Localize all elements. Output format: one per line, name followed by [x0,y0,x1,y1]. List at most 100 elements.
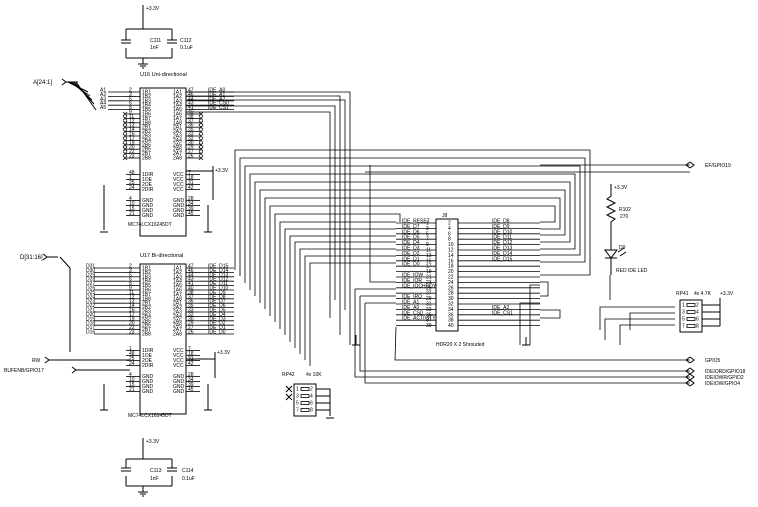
u16-no-connect [198,138,204,143]
u17-gnd-left-number: 15 [129,382,135,388]
u17-body [139,263,187,415]
u16-left-pin-name: 1B3 [142,98,151,104]
u16-right-pin-number: 36 [188,123,194,129]
u16-right-pin-number: 29 [188,145,194,151]
u16-right-pin-name: 1A6 [173,112,182,118]
u16-right-net: IDE_CS1 [208,105,229,111]
u16-right-pin-number: 35 [188,127,194,133]
u16-gnd-left-number: 4 [129,196,132,202]
j8-right-net: IDE_D12 [492,240,513,246]
u17-right-net: IDE_D4 [208,312,226,318]
u17-left-pin-number: 16 [129,308,135,314]
u17-right-pin-name: 2A8 [173,332,182,338]
j8-left-pin-number: 33 [426,307,432,313]
j8-right-net: IDE_D13 [492,246,513,252]
j8-left-pin-number: 21 [426,275,432,281]
u16-no-connect [198,129,204,134]
u16-no-connect [122,142,128,148]
u17-right-net: IDE_D5 [208,308,226,314]
c113-ref: C113 [150,468,162,474]
u16-no-connect [122,111,128,117]
iow-label: IDEIOW/GPIO4 [705,381,740,387]
data-bus: D[31:16] [20,253,71,352]
u16-vcc-name: VCC [173,177,184,183]
rp42-resistor-element [300,394,310,398]
u16-right-pin-name: 2A7 [173,151,182,157]
u17-left-pin-number: 19 [129,316,135,322]
u16-right-pin-number: 41 [188,105,194,111]
u17-vcc-pin-number: 42 [188,361,194,367]
j8-left-pin-number: 29 [426,296,432,302]
u17-vcc-pin-number: 18 [188,351,194,357]
rp42-resistor-element [300,387,310,391]
u17-right-pin-name: 1A6 [173,288,182,294]
u17-gnd-right-number: 28 [188,372,194,378]
j8-left-net: IDE_IOW [402,273,423,279]
u17-gnd-left-name: GND [142,384,154,390]
u17-left-pin-number: 13 [129,299,135,305]
j8-left-pin-number: 13 [426,253,432,259]
j8-right-pin-number: 18 [448,264,454,270]
u16-vcc-pin-number: 7 [188,170,191,176]
c114-ref: C114 [182,468,194,474]
u16-vcc-pin-number: 42 [188,185,194,191]
j8-left-net: IDE_A0 [402,305,419,311]
u16-left-pin-number: 11 [129,114,134,120]
u17-left-net: D20 [86,312,95,318]
u17-left-net: D25 [86,290,95,296]
j8-left-pin-number: 31 [426,302,432,308]
j8-left-pin-number: 25 [426,285,432,291]
u17-right-pin-name: 1A4 [173,279,182,285]
j8-body [435,218,459,332]
u16-right-pin-name: 1A2 [173,94,182,100]
u16-right-pin-number: 47 [188,88,194,94]
j8-right-pin-number: 38 [448,318,454,324]
u16-no-connect [198,116,204,121]
u16-part: MC74LCX16245DT [128,222,172,228]
u17-right-net: IDE_D15 [208,264,229,270]
u17-right-pin-number: 44 [188,272,194,278]
u16-left-pin-number: 12 [129,118,135,124]
j8-right-net: IDE_D15 [492,256,513,262]
u17-right-pin-number: 43 [188,277,194,283]
u17-left-pin-number: 12 [129,294,135,300]
u16-no-connect [198,151,204,156]
c112-value: 0.1uF [180,45,193,51]
u17-vcc-name: VCC [173,363,184,369]
u17-left-net: D26 [86,286,95,292]
j8-left-net: IDE_D1 [402,256,420,262]
u16-right-pin-number: 44 [188,96,194,102]
j8-left-pin-number: 37 [426,318,432,324]
u16-right-pin-name: 1A5 [173,107,182,113]
j8-left-pin-number: 19 [426,269,432,275]
u17-gnd-left-number: 21 [129,387,135,393]
u17-gnd-left-name: GND [142,379,154,385]
j8-right-pin-number: 6 [448,231,451,237]
j8-left-pin-number: 39 [426,323,432,329]
u16-right-net: IDE_A2 [208,96,225,102]
u16-right-pin-number: 27 [188,149,194,155]
u16-left-pin-name: 2B4 [142,138,151,144]
u17-right-pin-name: 1A2 [173,270,182,276]
bufen-label: BUFENB/GPIO17 [4,368,44,374]
rp41-right-pin-number: 2 [696,303,699,309]
u17-right-pin-name: 2A2 [173,305,182,311]
u17-left-pin-name: 2B4 [142,314,151,320]
u17-left-pin-number: 22 [129,325,135,331]
u16-no-connect [198,146,204,152]
u16-left-pin-name: 1B2 [142,94,151,100]
u16-left-pin-name: 2B5 [142,142,151,148]
u17-right-net: IDE_D9 [208,290,226,296]
j8-left-pin-number: 15 [426,258,432,264]
u16-left-pin-name: 2B2 [142,129,151,135]
u16-no-connect [122,155,128,161]
u17-left-pin-name: 1B1 [142,266,151,272]
offpage-connectors: EF/GPIO19 GPIO5 IDEIORD/GPIO18 IDEIOWR/G… [685,161,746,387]
rp41-resistor-element [686,324,696,328]
rp41-resistor-element [686,310,696,314]
rp42-left-pin-number: 5 [296,401,299,407]
rw-label: RW [32,358,41,364]
